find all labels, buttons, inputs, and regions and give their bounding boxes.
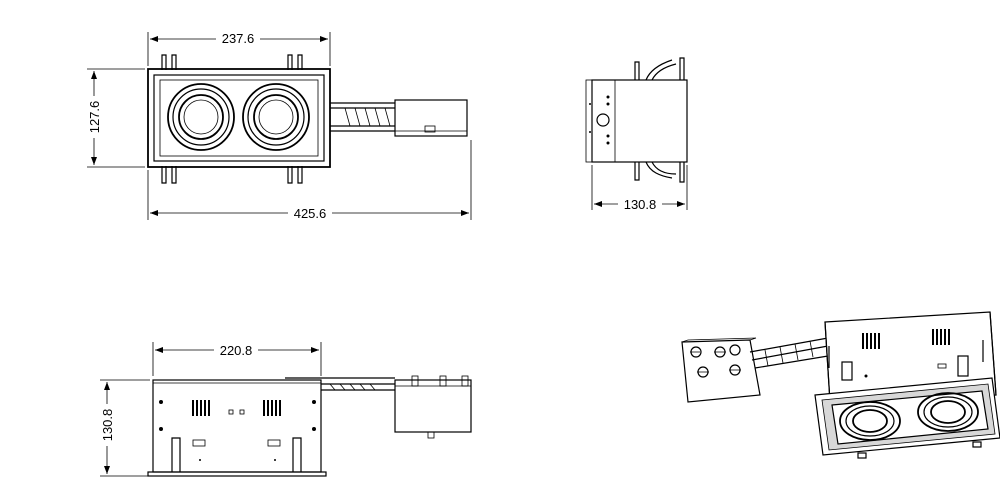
- dim-top-length: 425.6: [294, 206, 327, 221]
- top-view: 237.6 127.6 425.6: [87, 31, 472, 221]
- dim-front-width: 220.8: [220, 343, 253, 358]
- isometric-view: [681, 311, 1000, 459]
- lens-left: [167, 83, 235, 151]
- dim-top-width: 237.6: [222, 31, 255, 46]
- dim-side-depth: 130.8: [624, 197, 657, 212]
- dim-top-height: 127.6: [87, 101, 102, 134]
- dim-front-height: 130.8: [100, 409, 115, 442]
- iso-lens-left: [839, 401, 901, 441]
- front-view: 220.8 130.8: [100, 342, 472, 477]
- iso-lens-right: [917, 392, 979, 432]
- side-view: 130.8: [585, 57, 688, 212]
- lens-right: [242, 83, 310, 151]
